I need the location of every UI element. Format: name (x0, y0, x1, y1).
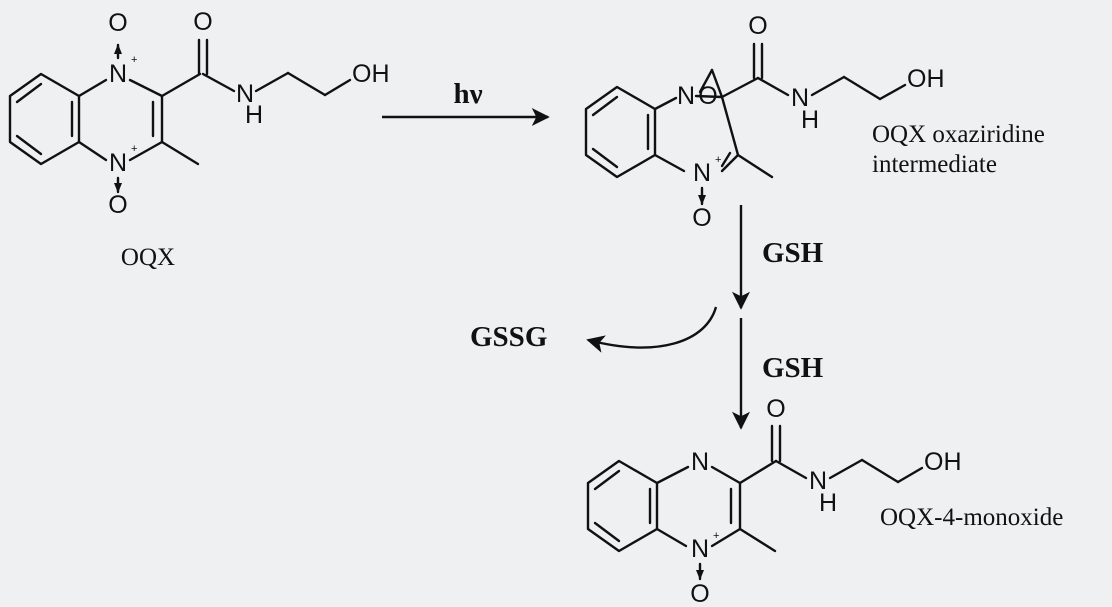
hydroxyl-group: OH (907, 65, 945, 93)
oxaziridine-bond (710, 68, 724, 99)
n4-atom: N (691, 535, 709, 563)
benzene-ring (584, 85, 657, 179)
methyl-bond (736, 153, 774, 179)
gsh-reagent-1: GSH (762, 237, 824, 269)
n4-atom: N (109, 149, 127, 177)
byproduct-arrow (586, 306, 718, 353)
amide-nitrogen: N (791, 84, 809, 112)
dihydropyrazine-ring (653, 94, 740, 173)
oxaziridine-bond (698, 68, 714, 94)
oxaziridine-label-line1: OQX oxaziridine (872, 121, 1045, 148)
charge-plus: + (131, 143, 137, 155)
benzene-ring (586, 459, 659, 553)
photolysis-step: hν (382, 78, 550, 126)
gssg-byproduct: GSSG (470, 321, 547, 353)
charge-plus: + (713, 530, 719, 542)
n-oxide-oxygen: O (692, 204, 711, 232)
oqx-label: OQX (121, 244, 175, 271)
methyl-bond (738, 527, 777, 553)
benzene-ring (8, 72, 81, 166)
amide-hydrogen: H (245, 101, 263, 129)
oxaziridine-oxygen: O (698, 82, 717, 110)
monoxide-label: OQX-4-monoxide (880, 504, 1063, 531)
charge-plus: + (715, 154, 721, 166)
n-oxide-oxygen: O (108, 9, 127, 37)
methyl-bond (160, 140, 200, 166)
amide-hydrogen: H (819, 489, 837, 517)
gsh-reagent-2: GSH (762, 352, 824, 384)
charge-plus: + (131, 54, 137, 66)
carbonyl-oxygen: O (193, 8, 212, 36)
n4-atom: N (693, 159, 711, 187)
carbonyl-oxygen: O (748, 12, 767, 40)
n1-atom: N (677, 82, 695, 110)
hydroxyl-group: OH (352, 60, 390, 88)
n1-atom: N (109, 60, 127, 88)
amide-nitrogen: N (236, 80, 254, 108)
n-oxide-oxygen: O (108, 191, 127, 219)
oqx-4-monoxide-structure: N N + O O N H OH OQX-4-monoxide (586, 395, 1063, 607)
light-label: hν (453, 78, 482, 110)
amide-hydrogen: H (801, 106, 819, 134)
n-oxide-oxygen: O (690, 580, 709, 607)
hydroxyl-group: OH (924, 448, 962, 476)
reduction-steps: GSH GSH GSSG (470, 205, 824, 430)
carbonyl-oxygen: O (766, 395, 785, 423)
pyrazine-ring (77, 78, 164, 162)
oxaziridine-structure: N O N + O O N H OH OQX oxaziridine inter… (584, 12, 1045, 232)
pyrazine-ring (655, 465, 742, 548)
oxaziridine-label-line2: intermediate (872, 151, 997, 178)
oqx-structure: N N + + O O O N H OH OQX (8, 8, 390, 271)
n1-atom: N (691, 448, 709, 476)
amide-nitrogen: N (809, 467, 827, 495)
